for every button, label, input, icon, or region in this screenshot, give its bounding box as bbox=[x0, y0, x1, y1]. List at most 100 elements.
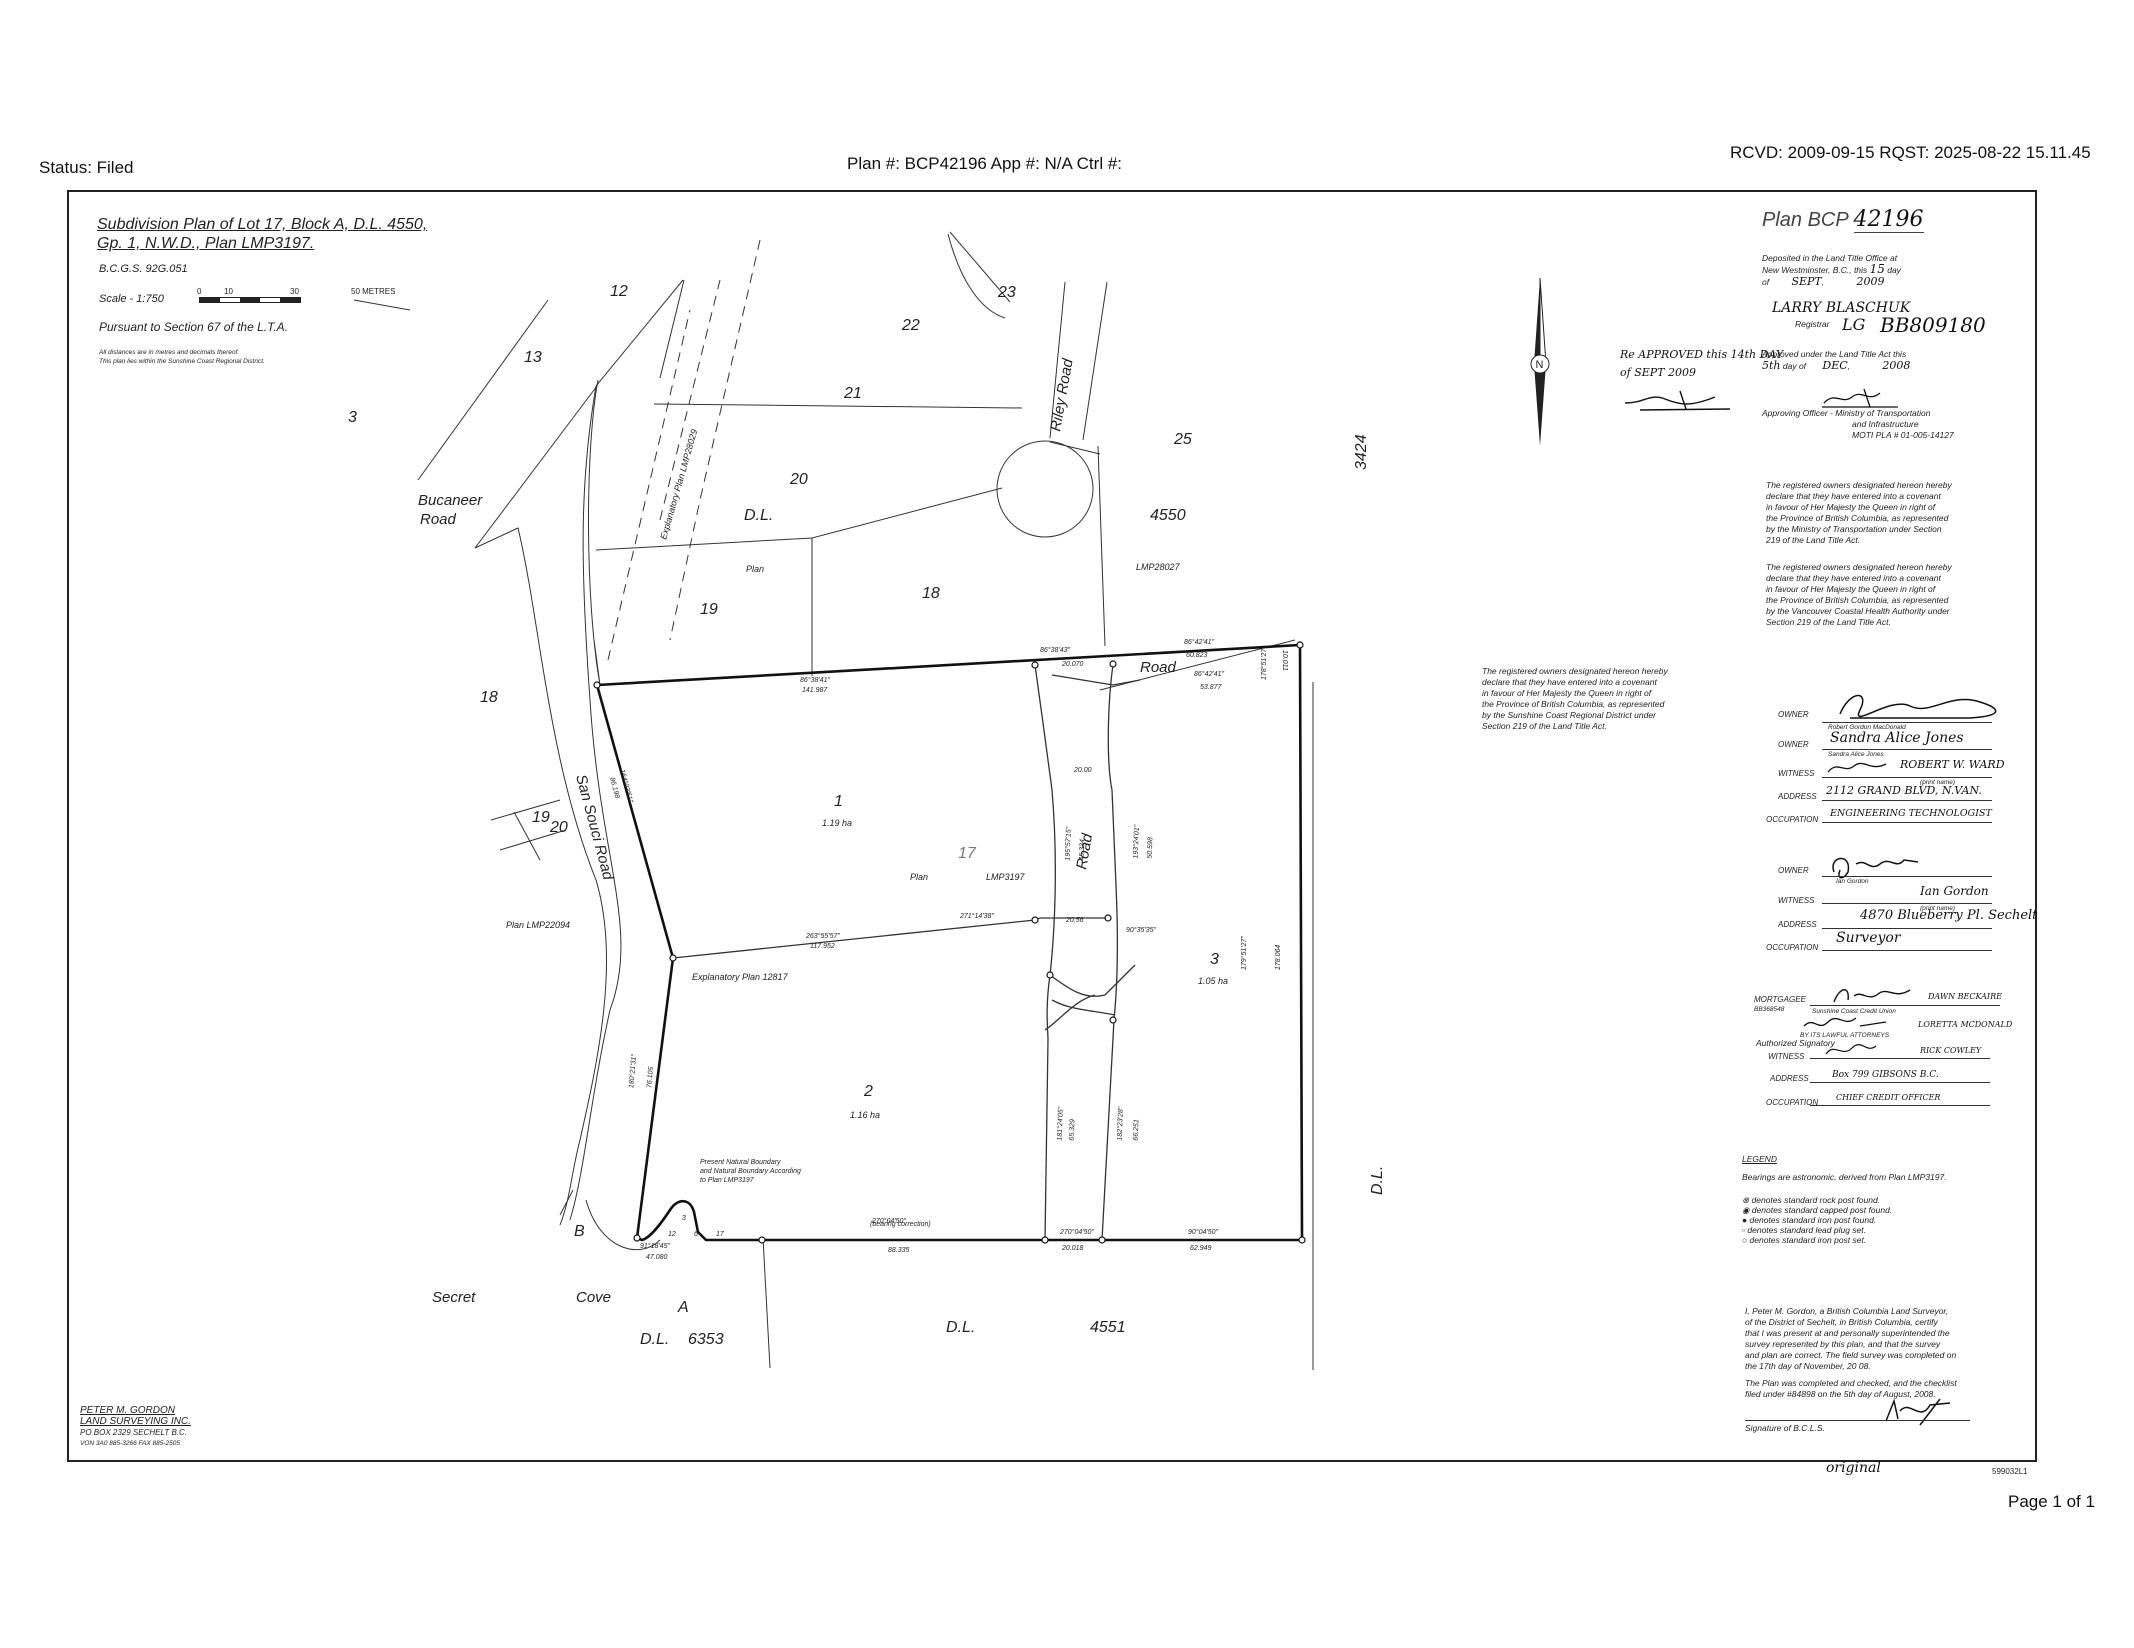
deposit-of: of bbox=[1762, 277, 1770, 287]
dimension-label: 195°57'15" bbox=[1064, 826, 1073, 861]
address-label: ADDRESS bbox=[1778, 920, 1817, 929]
reapproval-signature bbox=[1624, 390, 1731, 411]
covenant-1-line: in favour of Her Majesty the Queen in ri… bbox=[1766, 502, 1936, 512]
dimension-label: 90°04'50" bbox=[1188, 1228, 1218, 1236]
road-labels: Riley Road Bucaneer Road San Souci Road … bbox=[418, 357, 1177, 883]
covenant-2-line: the Province of British Columbia, as rep… bbox=[1766, 595, 1949, 605]
covenant-1-line: 219 of the Land Title Act. bbox=[1766, 535, 1861, 545]
lot-label: 13 bbox=[524, 349, 542, 366]
certification-line: survey represented by this plan, and tha… bbox=[1745, 1339, 1941, 1349]
occupation-2-line bbox=[1822, 950, 1992, 951]
covenant-3-line: in favour of Her Majesty the Queen in ri… bbox=[1482, 688, 1652, 698]
covenant-1-line: The registered owners designated hereon … bbox=[1766, 480, 1952, 490]
owner-1-line bbox=[1822, 722, 1992, 723]
mortgagee-name: Sunshine Coast Credit Union bbox=[1812, 1008, 1896, 1015]
lot-label: 1.16 ha bbox=[850, 1110, 880, 1120]
dimension-label: 164°03'51" bbox=[618, 768, 635, 803]
print-name-label: (print name) bbox=[1920, 905, 1956, 912]
title-line-2: Gp. 1, N.W.D., Plan LMP3197. bbox=[97, 235, 315, 252]
approval-line-2: 5th day of DEC, 2008 bbox=[1762, 359, 1911, 372]
lot-label: 17 bbox=[958, 845, 977, 862]
witness-3-signature bbox=[1825, 1044, 1877, 1055]
dimension-label: 86°42'41" bbox=[1184, 638, 1214, 646]
occupation-label: OCCUPATION bbox=[1766, 943, 1819, 952]
lot-label: 18 bbox=[922, 585, 940, 602]
dimension-label: 62.949 bbox=[1190, 1245, 1212, 1252]
dimension-label: 53.877 bbox=[1200, 684, 1223, 691]
owner-3-line bbox=[1822, 876, 1992, 877]
address-2-line bbox=[1822, 928, 1992, 929]
dimension-label: 47.080 bbox=[646, 1254, 668, 1261]
lot-label: D.L. bbox=[1369, 1166, 1386, 1195]
certification-line: and plan are correct. The field survey w… bbox=[1745, 1350, 1957, 1360]
legend-item: ◉ denotes standard capped post found. bbox=[1742, 1205, 1892, 1216]
covenant-1-line: declare that they have entered into a co… bbox=[1766, 491, 1941, 501]
witness-label: WITNESS bbox=[1778, 896, 1815, 905]
mortgagee-line bbox=[1810, 1005, 2000, 1006]
covenant-2-line: in favour of Her Majesty the Queen in ri… bbox=[1766, 584, 1936, 594]
received-text: RCVD: 2009-09-15 RQST: 2025-08-22 15.11.… bbox=[1730, 143, 2091, 162]
approval-month: DEC bbox=[1822, 359, 1848, 372]
surveyor-company: LAND SURVEYING INC. bbox=[80, 1416, 191, 1427]
lot-label: 19 bbox=[700, 601, 718, 618]
witness-label: WITNESS bbox=[1768, 1052, 1805, 1061]
lot-label: 3424 bbox=[1353, 434, 1370, 470]
covenant-3-line: the Province of British Columbia, as rep… bbox=[1482, 699, 1665, 709]
north-arrow: N bbox=[1530, 277, 1550, 446]
dimension-label: 17 bbox=[716, 1231, 725, 1238]
lot-label: 1 bbox=[834, 793, 843, 810]
checklist-line: The Plan was completed and checked, and … bbox=[1745, 1378, 1957, 1388]
lot-label: 20 bbox=[789, 471, 808, 488]
occupation-2: Surveyor bbox=[1836, 930, 1901, 946]
dimension-label: 88.335 bbox=[888, 1247, 910, 1254]
owner-1-signature bbox=[1839, 694, 1997, 719]
dimension-label: 20.56 bbox=[1065, 917, 1084, 924]
boundary-note-line: to Plan LMP3197 bbox=[700, 1177, 755, 1184]
owner-1-name: Robert Gordon MacDonald bbox=[1828, 724, 1906, 731]
road-label: Road bbox=[1073, 832, 1096, 871]
surveyor-block: PETER M. GORDON LAND SURVEYING INC. PO B… bbox=[80, 1405, 191, 1449]
witness-3-name: RICK COWLEY bbox=[1920, 1046, 1982, 1055]
dimension-label: 76.105 bbox=[646, 1066, 655, 1088]
covenant-1-line: by the Ministry of Transportation under … bbox=[1766, 524, 1942, 534]
rock-post-symbol: ⊗ bbox=[1742, 1195, 1750, 1205]
dimension-label: 50.598 bbox=[1147, 837, 1155, 859]
surveyor-name: PETER M. GORDON bbox=[80, 1405, 176, 1416]
mortgagee-signature bbox=[1833, 989, 1911, 1003]
dimension-label: 141.987 bbox=[802, 687, 828, 694]
lot-label: 21 bbox=[843, 385, 862, 402]
deposit-month: SEPT bbox=[1791, 275, 1822, 288]
pursuant-text: Pursuant to Section 67 of the L.T.A. bbox=[99, 320, 289, 334]
deposit-year: 2009 bbox=[1856, 275, 1885, 288]
covenant-1: The registered owners designated hereon … bbox=[1766, 480, 1952, 546]
covenant-3-line: Section 219 of the Land Title Act. bbox=[1482, 721, 1607, 731]
scale-bar bbox=[199, 297, 301, 303]
lot-label: 3 bbox=[348, 409, 357, 426]
occupation-3: CHIEF CREDIT OFFICER bbox=[1836, 1093, 1941, 1102]
attorney-text: BY ITS LAWFUL ATTORNEYS bbox=[1800, 1032, 1890, 1039]
covenant-3-line: by the Sunshine Coast Regional District … bbox=[1482, 710, 1656, 720]
owner-2-signature: Sandra Alice Jones bbox=[1830, 730, 1964, 746]
dimension-label: 179°51'27" bbox=[1240, 936, 1248, 970]
lot-label: 19 bbox=[532, 809, 550, 826]
bearing-correction: (bearing correction) bbox=[870, 1221, 931, 1228]
title-line-1: Subdivision Plan of Lot 17, Block A, D.L… bbox=[97, 216, 428, 233]
occupation-1-line bbox=[1822, 822, 1992, 823]
dimension-label: 20.00 bbox=[1073, 767, 1092, 774]
address-2: 4870 Blueberry Pl. Sechelt bbox=[1860, 908, 2038, 923]
attorney-signature bbox=[1803, 1017, 1887, 1027]
dimension-label: 45.334 bbox=[1079, 839, 1087, 861]
deposit-line-1: Deposited in the Land Title Office at bbox=[1762, 253, 1898, 263]
original-mark: original bbox=[1826, 1460, 1881, 1476]
witness-label: WITNESS bbox=[1778, 769, 1815, 778]
plan-number-value: 42196 bbox=[1853, 207, 1924, 233]
covenant-3-line: declare that they have entered into a co… bbox=[1482, 677, 1657, 687]
dimension-label: 20.070 bbox=[1061, 661, 1084, 668]
certification-line: I, Peter M. Gordon, a British Columbia L… bbox=[1745, 1306, 1949, 1316]
dimension-label: 270°04'50" bbox=[1059, 1228, 1094, 1236]
parcel-boundary bbox=[595, 643, 1304, 1242]
bcgs-text: B.C.G.S. 92G.051 bbox=[99, 263, 188, 275]
surveyor-address: PO BOX 2329 SECHELT B.C. bbox=[80, 1428, 188, 1437]
dimension-label: 180°21'31" bbox=[627, 1053, 638, 1088]
owner-label: OWNER bbox=[1778, 866, 1809, 875]
